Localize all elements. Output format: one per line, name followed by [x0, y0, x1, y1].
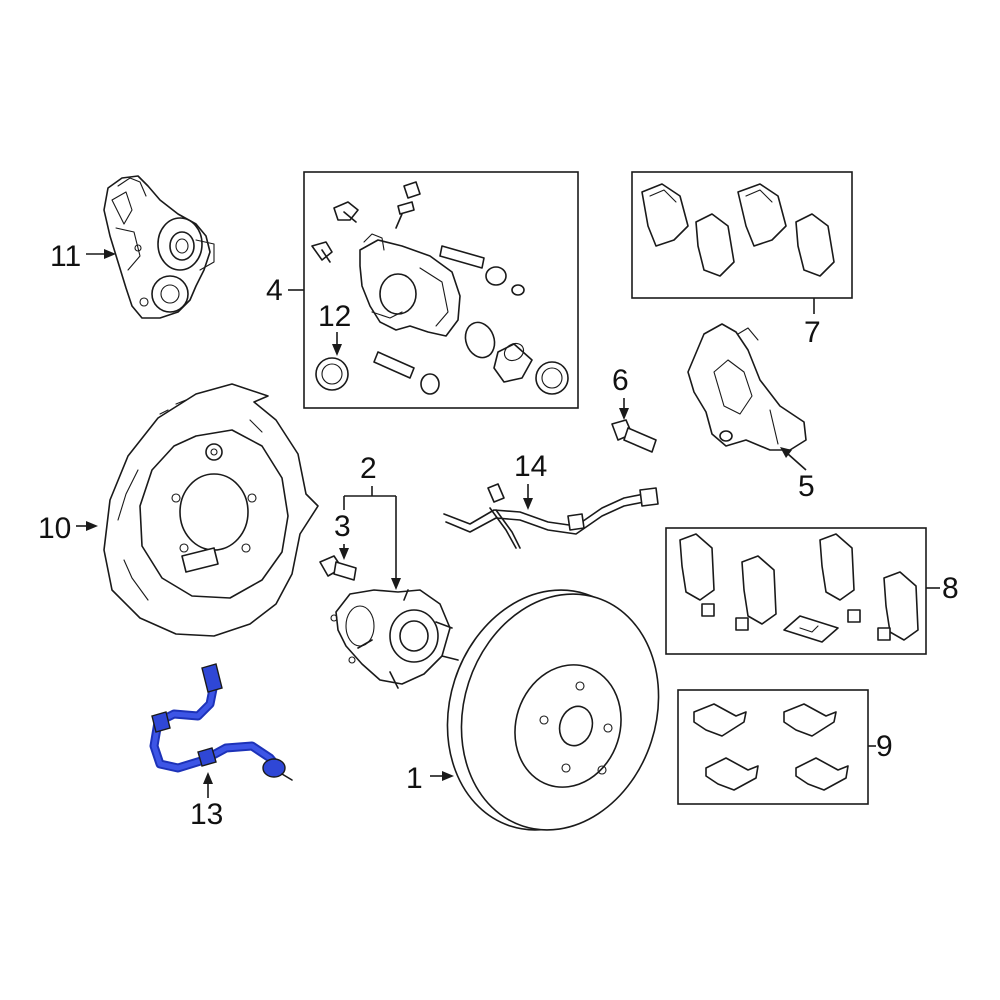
- part-8-box: [665, 527, 927, 655]
- leader-6: [619, 398, 629, 420]
- part-4-caliper-assembly[interactable]: [311, 181, 569, 395]
- leader-5: [780, 447, 807, 471]
- callout-12: 12: [318, 300, 351, 333]
- callout-6: 6: [612, 364, 629, 397]
- callout-10: 10: [38, 512, 71, 545]
- part-3-hub-bolt[interactable]: [319, 555, 357, 581]
- part-14-sensor-wire[interactable]: [443, 483, 659, 549]
- leader-11: [86, 249, 116, 259]
- part-10-backing-plate[interactable]: [103, 383, 319, 637]
- part-8-shim-kit[interactable]: [679, 533, 919, 643]
- leader-10: [76, 521, 98, 531]
- callout-5: 5: [798, 470, 815, 503]
- callout-1: 1: [406, 762, 423, 795]
- part-12-seal[interactable]: [315, 357, 349, 391]
- callout-11: 11: [50, 240, 81, 273]
- callout-2: 2: [360, 452, 377, 485]
- part-7-box: [631, 171, 853, 299]
- part-9-box: [677, 689, 869, 805]
- callout-3: 3: [334, 510, 351, 543]
- part-7-brake-pads[interactable]: [641, 183, 835, 277]
- leader-12: [332, 332, 342, 356]
- callout-7: 7: [804, 316, 821, 349]
- callout-9: 9: [876, 730, 893, 763]
- leader-1: [430, 771, 454, 781]
- callout-14: 14: [514, 450, 547, 483]
- part-9-support-plates[interactable]: [693, 703, 849, 791]
- leader-2: [343, 486, 401, 590]
- part-6-bolt[interactable]: [611, 419, 657, 453]
- leader-13: [203, 772, 213, 798]
- part-1-brake-rotor[interactable]: [417, 564, 688, 857]
- callout-4: 4: [266, 274, 283, 307]
- part-2-hub-bearing[interactable]: [330, 589, 459, 689]
- callout-13: 13: [190, 798, 223, 831]
- part-13-brake-hose[interactable]: [149, 663, 293, 781]
- part-11-brake-actuator[interactable]: [103, 175, 215, 319]
- callout-8: 8: [942, 572, 959, 605]
- part-5-caliper-bracket[interactable]: [687, 323, 807, 451]
- leader-3: [339, 544, 349, 560]
- leader-14: [523, 484, 533, 510]
